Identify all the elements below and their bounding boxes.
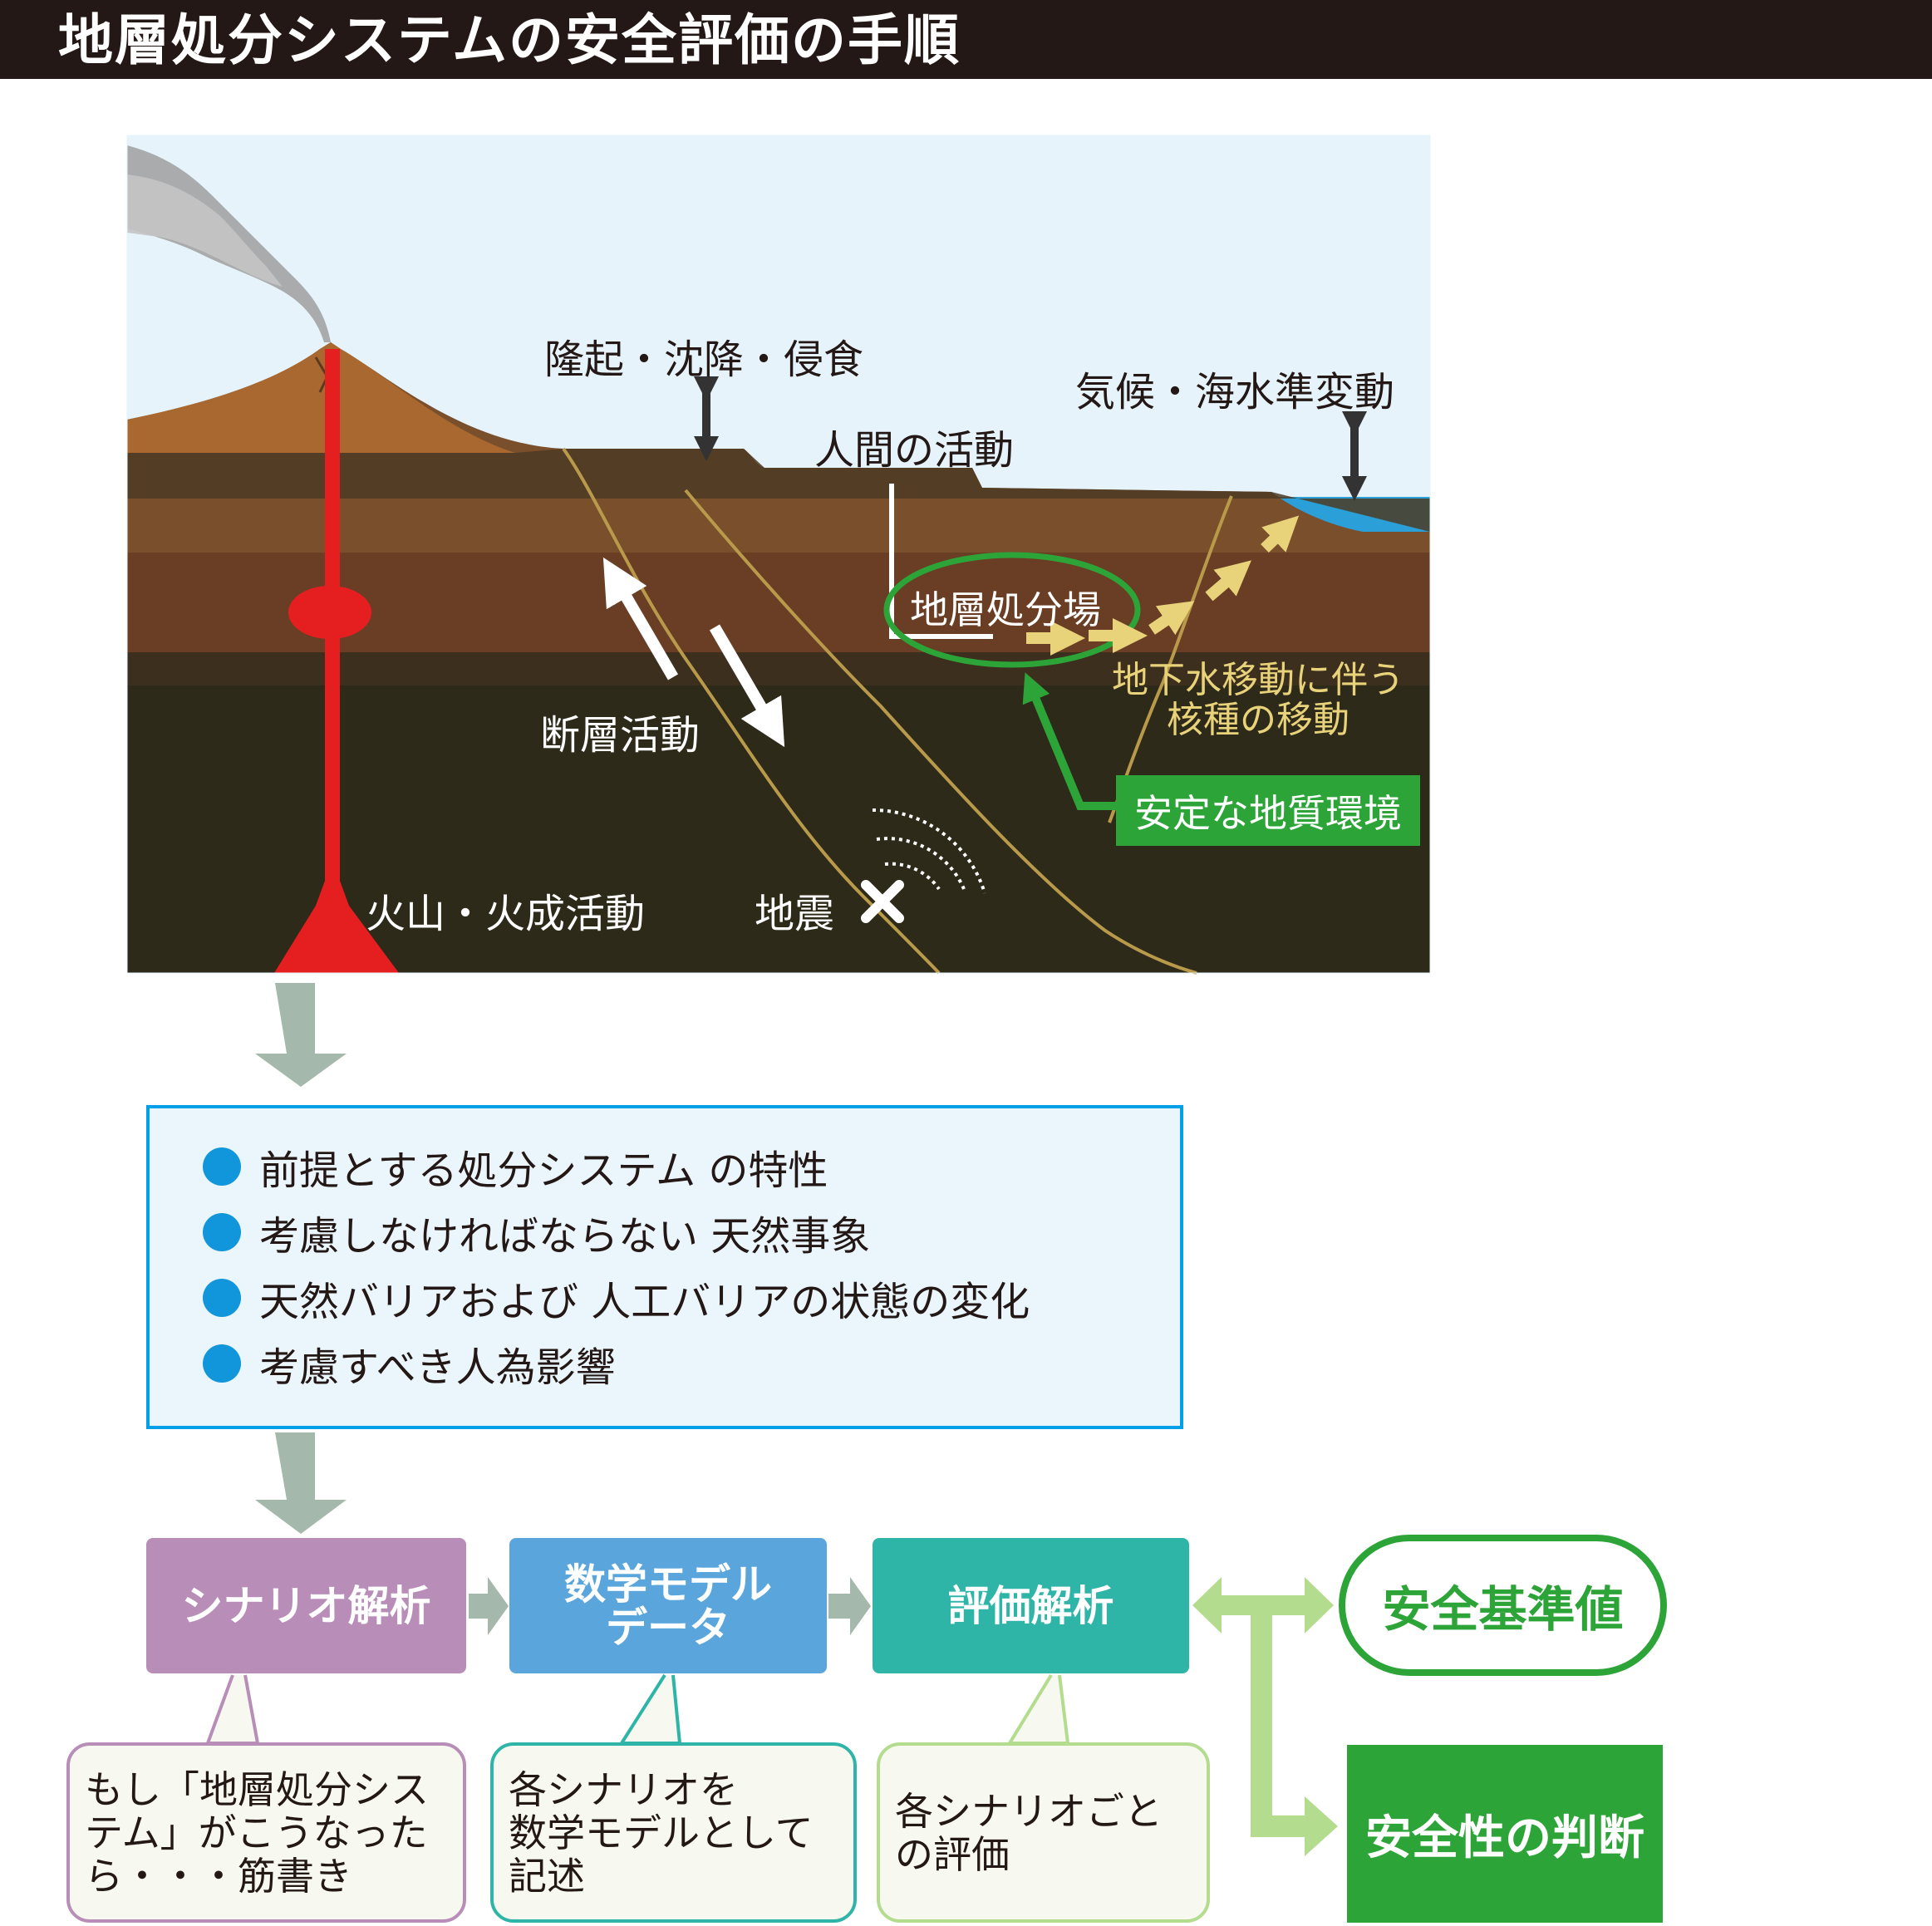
bullet-icon	[203, 1279, 241, 1317]
climate-sea-level-label: 気候・海水準変動	[1075, 369, 1395, 415]
volcano-smoke-light	[127, 174, 283, 287]
human-activity-label: 人間の活動	[814, 427, 1015, 474]
flow-arrow-down-1	[255, 983, 347, 1087]
safety-judgment-box: 安全性の判断	[1347, 1745, 1663, 1923]
earthquake-label: 地震	[755, 891, 835, 937]
model-note-tail	[618, 1673, 682, 1745]
surface-layer	[127, 449, 1430, 532]
math-model-label-line-1: 数学モデル	[564, 1560, 772, 1609]
geology-frame	[126, 135, 1431, 974]
scenario-note-text: もし「地層処分シス テム」がこうなった ら・・・筋書き	[85, 1766, 429, 1899]
scenario-note-tail	[205, 1674, 260, 1745]
bullet-icon	[203, 1213, 241, 1251]
scenario-analysis-label: シナリオ解析	[181, 1581, 431, 1630]
math-model-label-line-2: データ	[606, 1603, 730, 1652]
scenario-analysis-box: シナリオ解析	[146, 1538, 466, 1673]
page-title: 地層処分システムの安全評価の手順	[58, 8, 961, 72]
repository-label: 地層処分場	[910, 587, 1101, 632]
stable-environment-pointer	[1022, 672, 1118, 810]
link-arrows	[1192, 1577, 1338, 1856]
magma-conduit	[274, 349, 399, 973]
title-bar	[0, 0, 1932, 79]
factors-box: 前提とする処分システム の特性 考慮しなければならない 天然事象 天然バリアおよ…	[146, 1105, 1183, 1429]
magma-chamber	[288, 586, 371, 639]
model-note-text: 各シナリオを 数学モデルとして 記述	[509, 1766, 814, 1899]
seismic-waves	[872, 808, 986, 894]
bullet-icon	[203, 1344, 241, 1383]
fault-activity-label: 断層活動	[540, 712, 701, 759]
groundwater-label-line-2: 核種の移動	[1167, 699, 1349, 741]
evaluation-analysis-box: 評価解析	[873, 1538, 1189, 1673]
model-note: 各シナリオを 数学モデルとして 記述	[490, 1742, 857, 1923]
groundwater-label-line-1: 地下水移動に伴う	[1112, 659, 1404, 701]
fault-line-2	[684, 489, 1197, 975]
fault-arrow-down	[709, 624, 785, 748]
evaluation-analysis-label: 評価解析	[947, 1581, 1114, 1630]
human-activity-pointer	[889, 484, 993, 639]
factor-item: 考慮しなければならない 天然事象	[203, 1201, 870, 1264]
flow-arrow-right-1	[469, 1577, 509, 1635]
geology-illustration	[126, 135, 1431, 975]
scenario-note: もし「地層処分シス テム」がこうなった ら・・・筋書き	[66, 1742, 466, 1923]
volcanic-activity-label: 火山・火成活動	[366, 891, 646, 937]
bullet-icon	[203, 1147, 241, 1186]
factor-item: 考慮すべき人為影響	[203, 1332, 616, 1395]
factor-item: 天然バリアおよび 人工バリアの状態の変化	[203, 1266, 1030, 1329]
factor-text: 考慮すべき人為影響	[259, 1344, 616, 1391]
evaluation-note: 各シナリオごと の評価	[877, 1742, 1210, 1923]
flow-arrow-right-2	[828, 1577, 871, 1635]
fault-arrow-up	[602, 557, 679, 680]
nuclide-arrow-4	[1205, 560, 1251, 602]
nuclide-arrow-3	[1148, 601, 1195, 636]
factor-item: 前提とする処分システム の特性	[203, 1135, 828, 1198]
safety-standard-oval: 安全基準値	[1339, 1535, 1667, 1676]
flow-arrow-down-2	[255, 1432, 347, 1534]
math-model-box: 数学モデル データ	[509, 1538, 827, 1673]
groundwater-migration-label: 地下水移動に伴う 核種の移動	[1112, 661, 1404, 740]
factor-text: 考慮しなければならない 天然事象	[259, 1213, 871, 1260]
uplift-erosion-label: 隆起・沈降・侵食	[544, 337, 864, 383]
repository-ring	[883, 552, 1141, 668]
factor-text: 前提とする処分システム の特性	[259, 1147, 828, 1194]
nuclide-arrow-5	[1261, 515, 1300, 553]
evaluation-note-text: 各シナリオごと の評価	[895, 1788, 1163, 1877]
stable-environment-label: 安定な地質環境	[1116, 775, 1420, 846]
fault-line-1	[562, 447, 941, 975]
factor-text: 天然バリアおよび 人工バリアの状態の変化	[259, 1279, 1030, 1325]
earthquake-epicenter-icon	[861, 880, 904, 923]
evaluation-note-tail	[1006, 1673, 1070, 1745]
layer-transition	[127, 652, 1430, 685]
volcano-cone	[127, 342, 515, 453]
